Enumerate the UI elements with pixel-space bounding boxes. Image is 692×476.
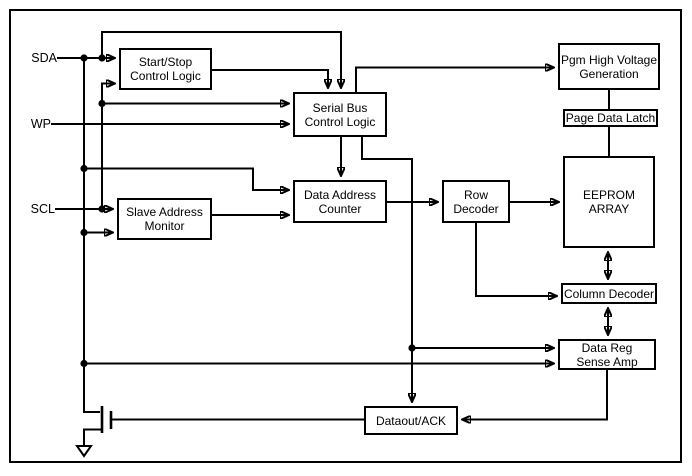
- block-data-address-counter: Data Address Counter: [293, 180, 387, 223]
- ground-icon: [75, 445, 93, 458]
- wire-scl-to-startstop: [101, 84, 115, 209]
- wire-serial-bus-to-pgm-hv: [355, 68, 554, 92]
- block-eeprom-array: EEPROM ARRAY: [563, 156, 655, 248]
- pin-label-sda: SDA: [31, 51, 57, 65]
- wire-sda-to-address-counter: [84, 167, 289, 191]
- mosfet-source-lead: [83, 428, 102, 446]
- block-pgm-high-voltage-generation: Pgm High Voltage Generation: [558, 43, 660, 90]
- pin-label-wp: WP: [30, 117, 51, 131]
- block-start-stop-control-logic: Start/Stop Control Logic: [119, 48, 212, 90]
- junction-dots: [80, 54, 416, 368]
- wire-serial-bus-to-dataout: [361, 137, 412, 402]
- wire-sda-top-rail-to-serial-bus: [101, 31, 341, 88]
- block-slave-address-monitor: Slave Address Monitor: [117, 198, 212, 240]
- block-row-decoder: Row Decoder: [442, 180, 510, 223]
- wire-data-reg-to-dataout: [462, 370, 608, 420]
- output-mosfet-symbol: [83, 406, 113, 446]
- wire-startstop-to-serial-bus: [212, 69, 328, 88]
- block-serial-bus-control-logic: Serial Bus Control Logic: [293, 92, 387, 137]
- block-page-data-latch: Page Data Latch: [563, 109, 658, 127]
- block-column-decoder: Column Decoder: [561, 283, 657, 304]
- pin-label-scl: SCL: [30, 202, 55, 216]
- block-dataout-ack: Dataout/ACK: [364, 406, 458, 435]
- wire-sda-rail: [83, 58, 100, 413]
- diagram-border: [9, 9, 682, 463]
- block-data-reg-sense-amp: Data Reg Sense Amp: [558, 339, 656, 370]
- wire-row-decoder-to-column-decoder: [475, 223, 557, 296]
